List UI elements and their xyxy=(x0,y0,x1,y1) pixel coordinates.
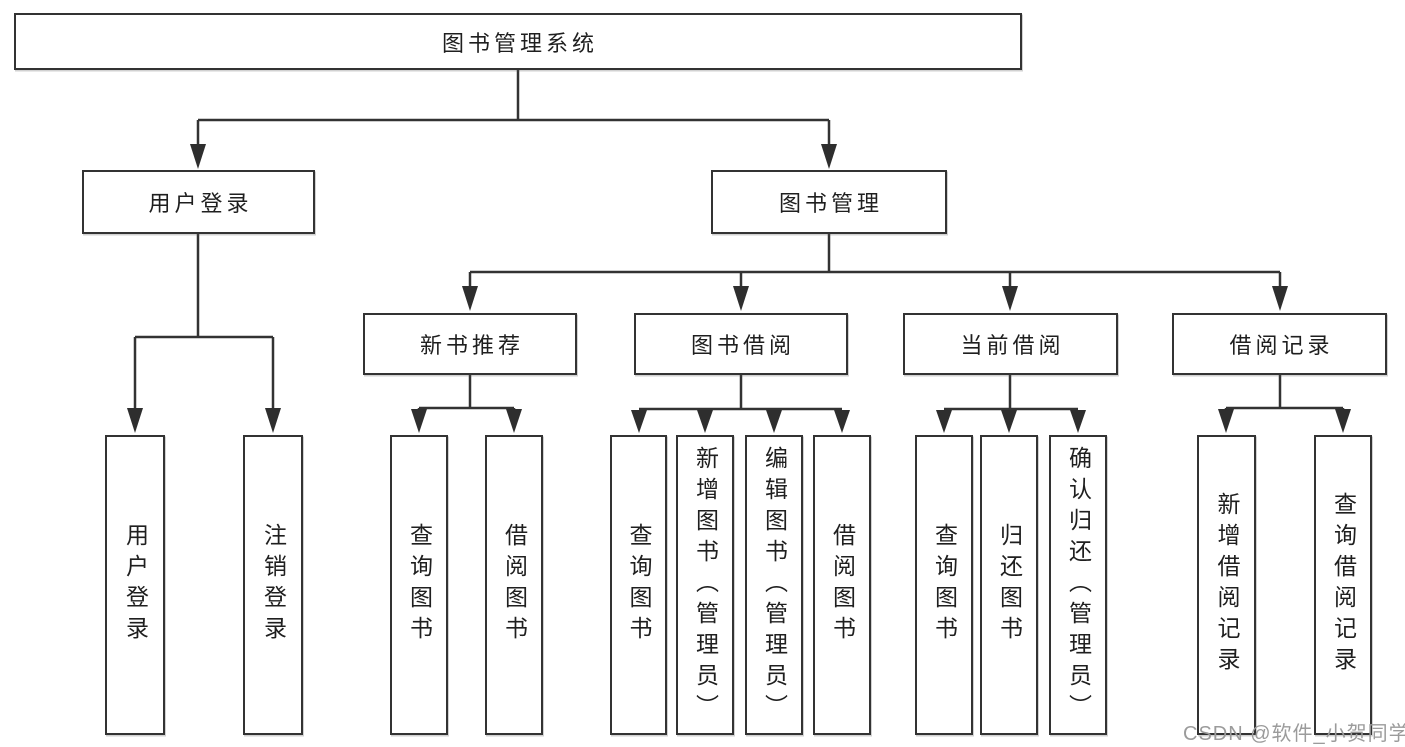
node-new-book-recommend: 新书推荐 xyxy=(363,313,577,375)
leaf-return-book: 归还图书 xyxy=(980,435,1038,735)
edges-book-management xyxy=(462,234,1288,311)
edges-new-book-recommend xyxy=(411,375,522,433)
leaf-add-borrow-record: 新增借阅记录 xyxy=(1197,435,1256,735)
csdn-watermark: CSDN @软件_小贺同学 xyxy=(1183,723,1405,745)
edges-borrow-record xyxy=(1218,375,1351,433)
leaf-query-book-borrow: 查询图书 xyxy=(610,435,667,735)
node-system-root: 图书管理系统 xyxy=(14,13,1022,70)
leaf-add-book-admin: 新增图书（管理员） xyxy=(676,435,734,735)
leaf-query-book-recommend: 查询图书 xyxy=(390,435,448,735)
node-book-management: 图书管理 xyxy=(711,170,947,234)
leaf-query-borrow-record: 查询借阅记录 xyxy=(1314,435,1372,735)
node-book-borrow: 图书借阅 xyxy=(634,313,848,375)
leaf-logout-login: 注销登录 xyxy=(243,435,303,735)
leaf-borrow-book-recommend: 借阅图书 xyxy=(485,435,543,735)
leaf-edit-book-admin: 编辑图书（管理员） xyxy=(745,435,803,735)
edges-user-login xyxy=(127,234,281,433)
node-borrow-record: 借阅记录 xyxy=(1172,313,1387,375)
leaf-user-login: 用户登录 xyxy=(105,435,165,735)
edges-book-borrow xyxy=(631,375,850,433)
node-user-login: 用户登录 xyxy=(82,170,315,234)
edges-current-borrow xyxy=(936,375,1086,433)
edges-root xyxy=(190,70,837,169)
node-current-borrow: 当前借阅 xyxy=(903,313,1118,375)
leaf-borrow-book: 借阅图书 xyxy=(813,435,871,735)
leaf-confirm-return-admin: 确认归还（管理员） xyxy=(1049,435,1107,735)
leaf-query-book-current: 查询图书 xyxy=(915,435,973,735)
